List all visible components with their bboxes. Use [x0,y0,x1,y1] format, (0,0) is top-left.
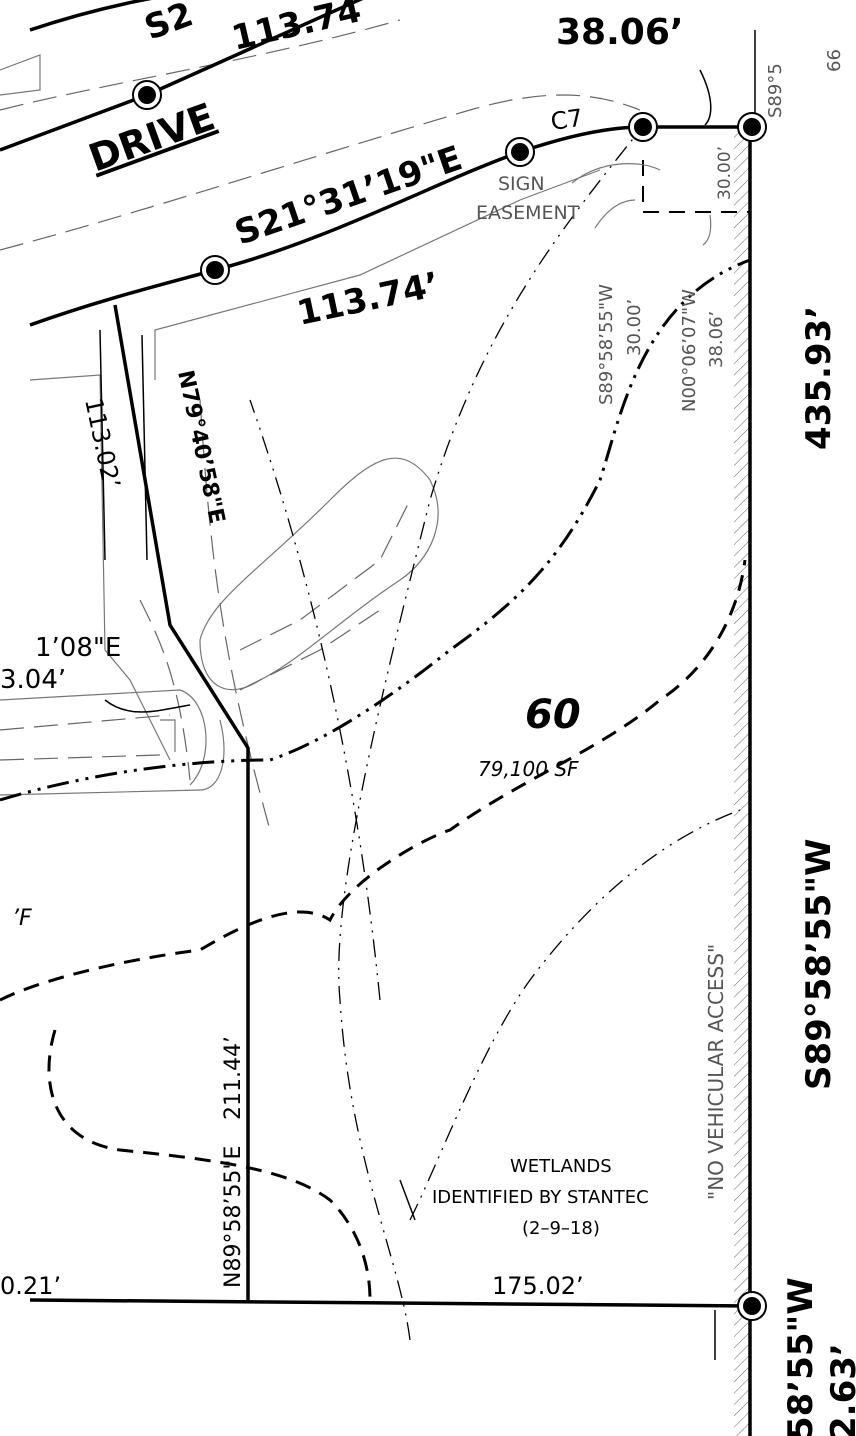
sign-easement-line2: EASEMENT [476,202,580,224]
east-line-partial-length: 2.63’ [824,1343,856,1436]
wetlands-line1: WETLANDS [510,1156,612,1177]
monument [200,255,230,285]
west-line-partial-bearing: 1’08"E [35,633,121,663]
neighbor-lot-partial: ’F [12,906,32,931]
easement-side-length: 30.00’ [715,146,735,200]
lot-boundaries [0,0,756,1436]
easement-length2: 38.06’ [706,311,727,368]
sign-easement-line1: SIGN [498,173,545,195]
corner-partial-bearing: S89°5 [765,63,786,118]
wetland-lines [0,129,751,1341]
south-line-partial-length: 0.21’ [0,1272,61,1300]
wetlands-line3: (2–9–18) [522,1218,600,1239]
no-access-hatch [734,130,750,1436]
curve-label: C7 [549,104,585,136]
east-line-bearing: S89°58’55"W [799,838,839,1090]
west-line-length2: 211.44’ [221,1036,246,1120]
monument [505,137,535,167]
easement-bearing2: N00°06’07"W [679,289,700,412]
street-top-length: 113.74 [228,0,365,59]
corner-length-label: 38.06’ [556,12,684,53]
west-line-partial-length: 3.04’ [0,665,66,695]
wetlands-line2: IDENTIFIED BY STANTEC [432,1187,649,1208]
monument [132,80,162,110]
street-bearing: S21°31’19"E [230,138,467,253]
no-vehicular-access-note: "NO VEHICULAR ACCESS" [704,944,728,1200]
lot-number: 60 [525,692,581,738]
west-line-bearing2: N89°58’55"E [221,1146,246,1288]
east-line-partial-bearing: 58’55"W [781,1277,821,1436]
lot-area: 79,100 SF [478,757,579,781]
corner-partial-length: 66 [824,49,845,72]
easement-length1: 30.00’ [624,299,645,356]
monument [737,112,767,142]
west-line-bearing1: N79°40’58"E [172,368,229,526]
south-line-length: 175.02’ [492,1272,584,1300]
street-length: 113.74’ [294,265,443,334]
street-partial-label: S2 [139,0,198,48]
monument [737,1291,767,1321]
west-line-length1: 113.02’ [79,395,125,490]
monument [628,112,658,142]
existing-features [0,19,641,831]
east-line-length: 435.93’ [799,306,839,450]
leader-arrows [99,69,712,713]
easement-bearing1: S89°58’55"W [596,284,617,405]
survey-monuments [132,80,767,1321]
